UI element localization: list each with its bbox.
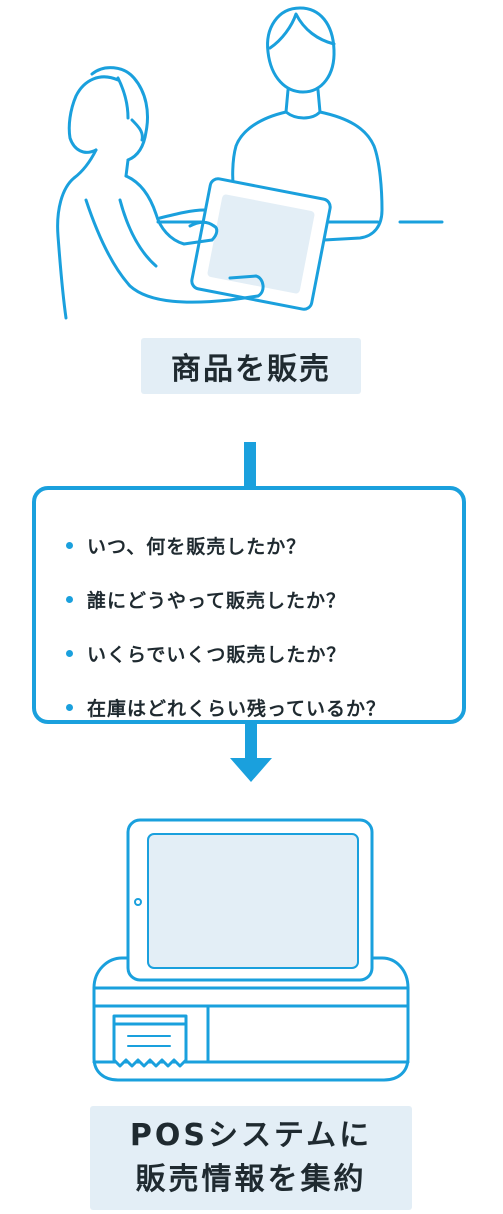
question-item: いくらでいくつ販売したか？ [66,626,386,680]
bullet-dot [66,703,73,711]
questions-box: いつ、何を販売したか？ 誰にどうやって販売したか？ いくらでいくつ販売したか？ … [32,486,466,724]
tablet-device [190,177,332,311]
result-label-line2: 販売情報を集約 [135,1162,367,1197]
receipt-paper [112,1014,188,1068]
pos-base [92,956,410,1082]
questions-list: いつ、何を販売したか？ 誰にどうやって販売したか？ いくらでいくつ販売したか？ … [66,518,386,734]
question-item: いつ、何を販売したか？ [66,518,386,572]
question-text: 在庫はどれくらい残っているか？ [87,697,387,720]
pos-tablet [126,818,374,982]
question-text: 誰にどうやって販売したか？ [87,589,347,612]
bullet-dot [66,649,73,657]
step-label-sell: 商品を販売 [141,338,361,394]
question-text: いつ、何を販売したか？ [87,535,307,558]
bullet-dot [66,595,73,603]
result-label-line1: POSシステムに [129,1118,373,1153]
sales-scene-illustration [56,6,444,320]
down-arrow-icon [230,722,272,782]
connector-line [244,442,256,488]
question-text: いくらでいくつ販売したか？ [87,643,347,666]
customer-figure [56,66,265,320]
question-item: 在庫はどれくらい残っているか？ [66,680,386,734]
pos-terminal-illustration [92,818,410,1082]
staff-figure [231,6,384,242]
result-label: POSシステムに 販売情報を集約 [90,1106,412,1210]
question-item: 誰にどうやって販売したか？ [66,572,386,626]
bullet-dot [66,541,73,549]
step-label-sell-text: 商品を販売 [171,352,331,387]
